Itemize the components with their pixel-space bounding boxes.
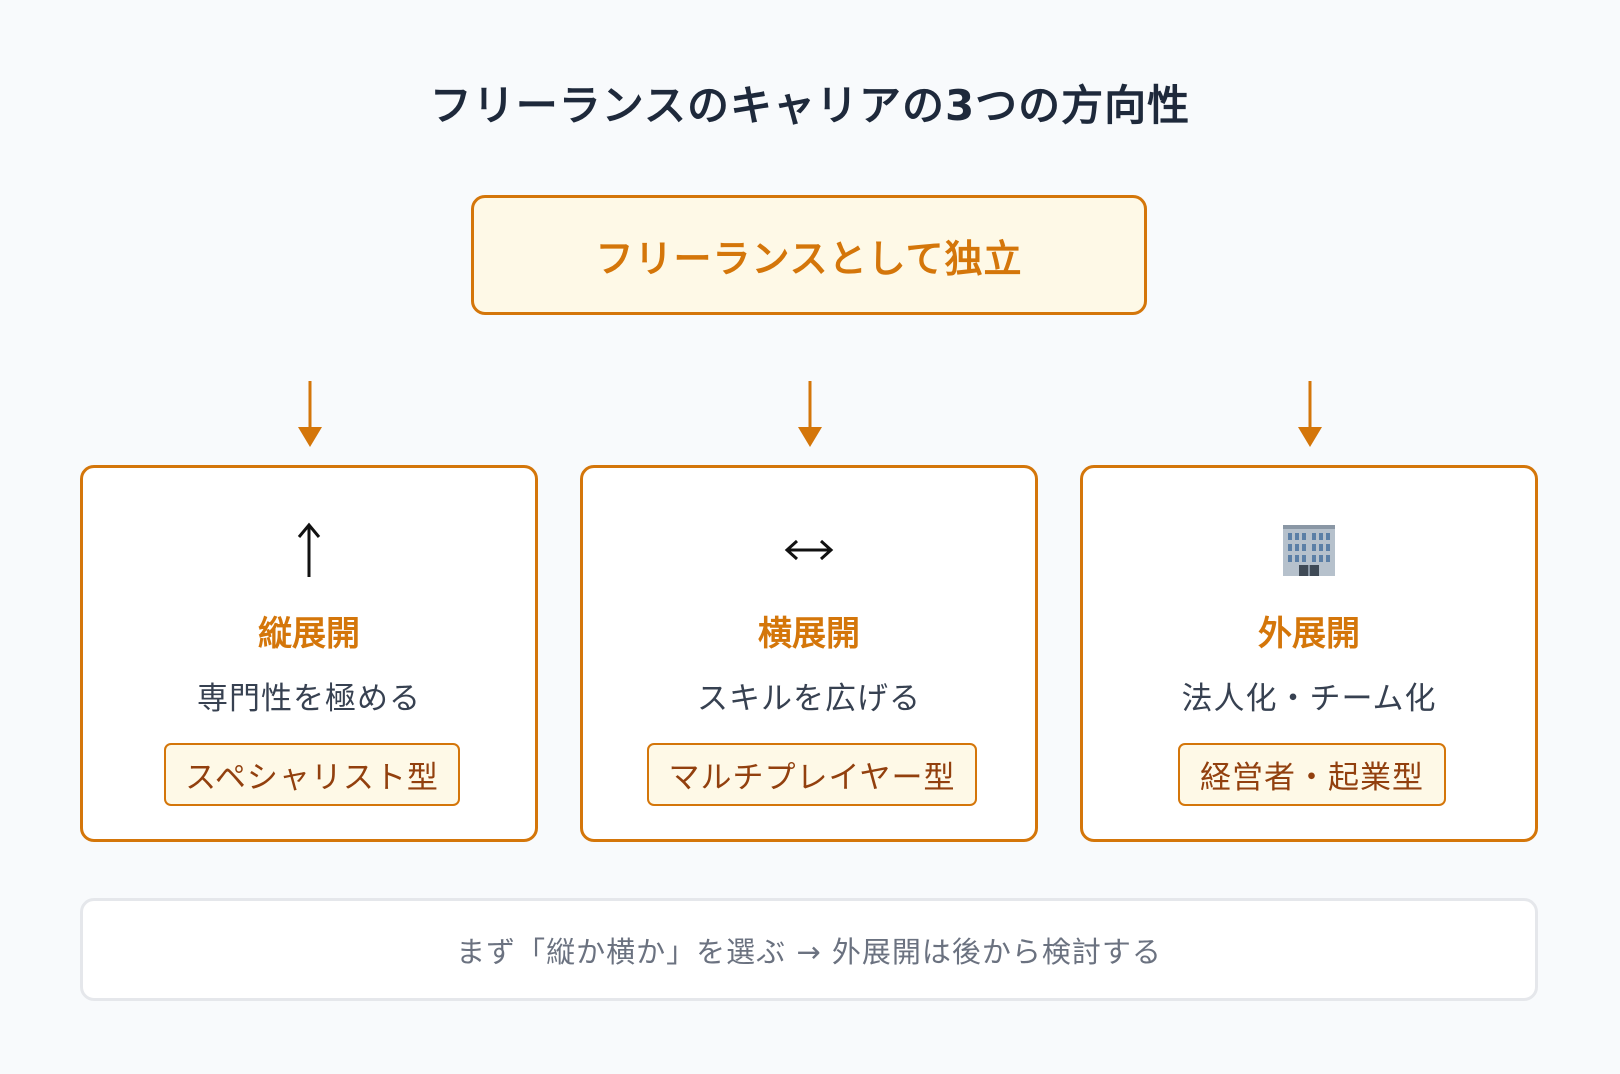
arrow-down-icon: [798, 381, 822, 447]
card-vertical-expansion: 縦展開 専門性を極める スペシャリスト型: [80, 465, 538, 842]
card-heading: 縦展開: [258, 614, 360, 654]
card-description: スキルを広げる: [697, 681, 921, 717]
left-right-arrow-icon: [583, 518, 1035, 582]
card-horizontal-expansion: 横展開 スキルを広げる マルチプレイヤー型: [580, 465, 1038, 842]
card-description: 法人化・チーム化: [1181, 681, 1437, 717]
footer-note: まず「縦か横か」を選ぶ → 外展開は後から検討する: [80, 898, 1538, 1001]
card-tag: マルチプレイヤー型: [647, 743, 977, 806]
card-outward-expansion: 外展開 法人化・チーム化 経営者・起業型: [1080, 465, 1538, 842]
card-heading: 横展開: [758, 614, 860, 654]
office-building-icon: [1083, 518, 1535, 582]
footer-note-text: まず「縦か横か」を選ぶ → 外展開は後から検討する: [456, 934, 1162, 969]
card-tag: スペシャリスト型: [164, 743, 460, 806]
card-heading: 外展開: [1258, 614, 1360, 654]
arrow-down-icon: [1298, 381, 1322, 447]
diagram-title: フリーランスのキャリアの3つの方向性: [429, 81, 1191, 130]
arrow-down-icon: [298, 381, 322, 447]
up-arrow-icon: [83, 518, 535, 582]
root-node: フリーランスとして独立: [471, 195, 1147, 315]
root-node-label: フリーランスとして独立: [595, 236, 1023, 281]
card-tag: 経営者・起業型: [1178, 743, 1446, 806]
card-description: 専門性を極める: [197, 681, 421, 717]
